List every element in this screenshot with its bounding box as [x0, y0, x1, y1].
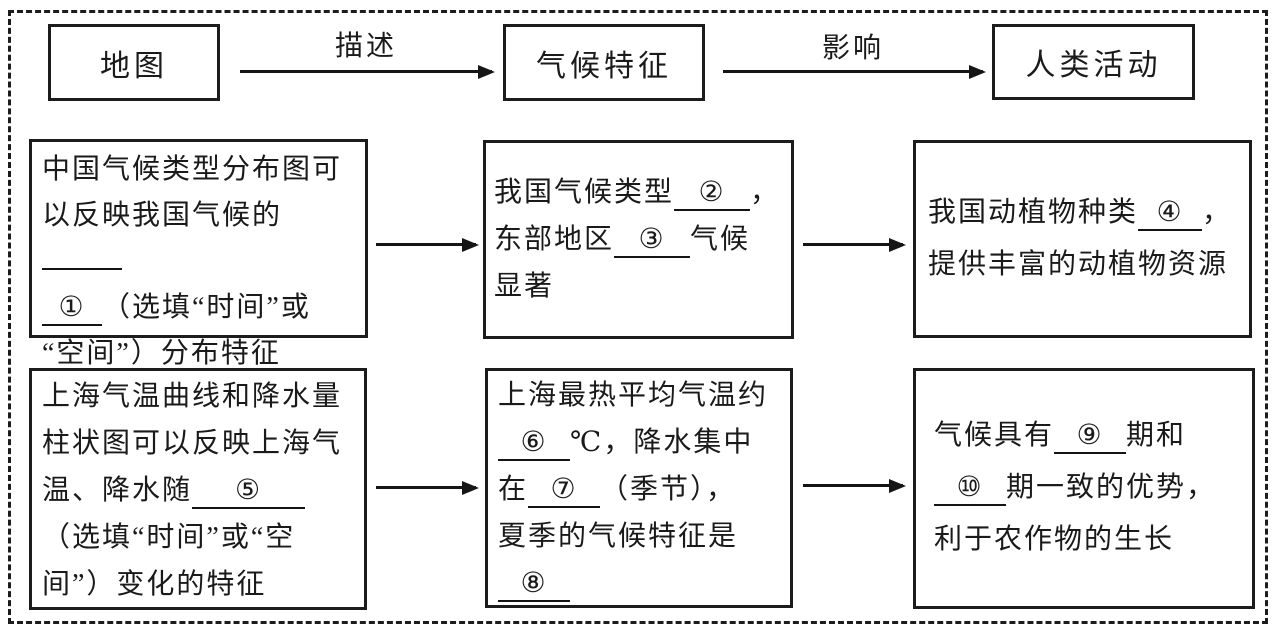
- box-china-climate-map: 中国气候类型分布图可以反映我国气候的 ①（选填“时间”或 “空间”）分布特征: [29, 139, 368, 369]
- text-run: ，: [1202, 197, 1233, 228]
- fill-in-blank: ⑤: [192, 475, 306, 510]
- text-run: （选填“时间”或: [102, 292, 311, 323]
- arrow-map-to-climate: [240, 64, 495, 79]
- arrow-label-influence: 影响: [821, 33, 884, 64]
- text-run: 我国气候类型: [494, 177, 675, 208]
- fill-in-blank: ⑨: [1054, 420, 1127, 455]
- text-run: “空间”）分布特征: [42, 338, 281, 369]
- text-run: 中国气候类型分布图可: [42, 154, 343, 185]
- arrow-label-describe: 描述: [334, 31, 397, 62]
- text-run: 我国动植物种类: [928, 197, 1139, 228]
- fill-in-blank: ⑦: [528, 474, 601, 509]
- text-run: （选填“时间”或“空: [42, 522, 296, 553]
- arrow-climate-to-human: [723, 64, 986, 79]
- fill-in-blank: ③: [614, 224, 691, 259]
- text-run: 以反映我国气候的: [42, 200, 283, 231]
- fill-in-blank: ②: [674, 177, 751, 212]
- text-run: ℃，降水集中: [570, 427, 754, 458]
- text-run: 上海气温曲线和降水量: [42, 381, 343, 412]
- arrow-shanghai-features-to-effect: [803, 478, 906, 493]
- fill-in-blank: ④: [1138, 197, 1203, 232]
- text-run: 期和: [1126, 420, 1187, 451]
- fill-in-blank: ⑧: [498, 568, 570, 603]
- text-run: 期一致的优势，: [1006, 472, 1217, 503]
- text-run: 提供丰富的动植物资源: [928, 249, 1229, 280]
- text-run: 温、降水随: [42, 475, 193, 506]
- fill-in-blank: ①: [42, 292, 102, 327]
- arrow-china-map-to-features: [376, 237, 479, 252]
- text-run: 柱状图可以反映上海气: [42, 428, 343, 459]
- text-run: ，: [750, 177, 781, 208]
- fill-in-blank: ⑩: [934, 472, 1006, 507]
- text-run: （季节），: [600, 474, 737, 505]
- text-run: 夏季的气候特征是: [498, 521, 739, 552]
- arrow-china-features-to-effect: [803, 237, 906, 252]
- fill-in-blank: [42, 268, 122, 270]
- flow-node-human-activity: 人类活动: [992, 24, 1195, 100]
- text-run: 气候具有: [934, 420, 1055, 451]
- text-run: 间”）变化的特征: [42, 569, 267, 600]
- text-run: 气候: [690, 224, 751, 255]
- arrow-shanghai-chart-to-features: [376, 480, 479, 495]
- text-run: 利于农作物的生长: [934, 524, 1175, 555]
- text-run: 显著: [494, 271, 555, 302]
- fill-in-blank: ⑥: [498, 427, 570, 462]
- text-run: 在: [498, 474, 529, 505]
- text-run: 东部地区: [494, 224, 615, 255]
- flow-node-climate-features: 气候特征: [503, 24, 705, 101]
- flow-node-map: 地图: [48, 24, 220, 101]
- text-run: 上海最热平均气温约: [498, 380, 769, 411]
